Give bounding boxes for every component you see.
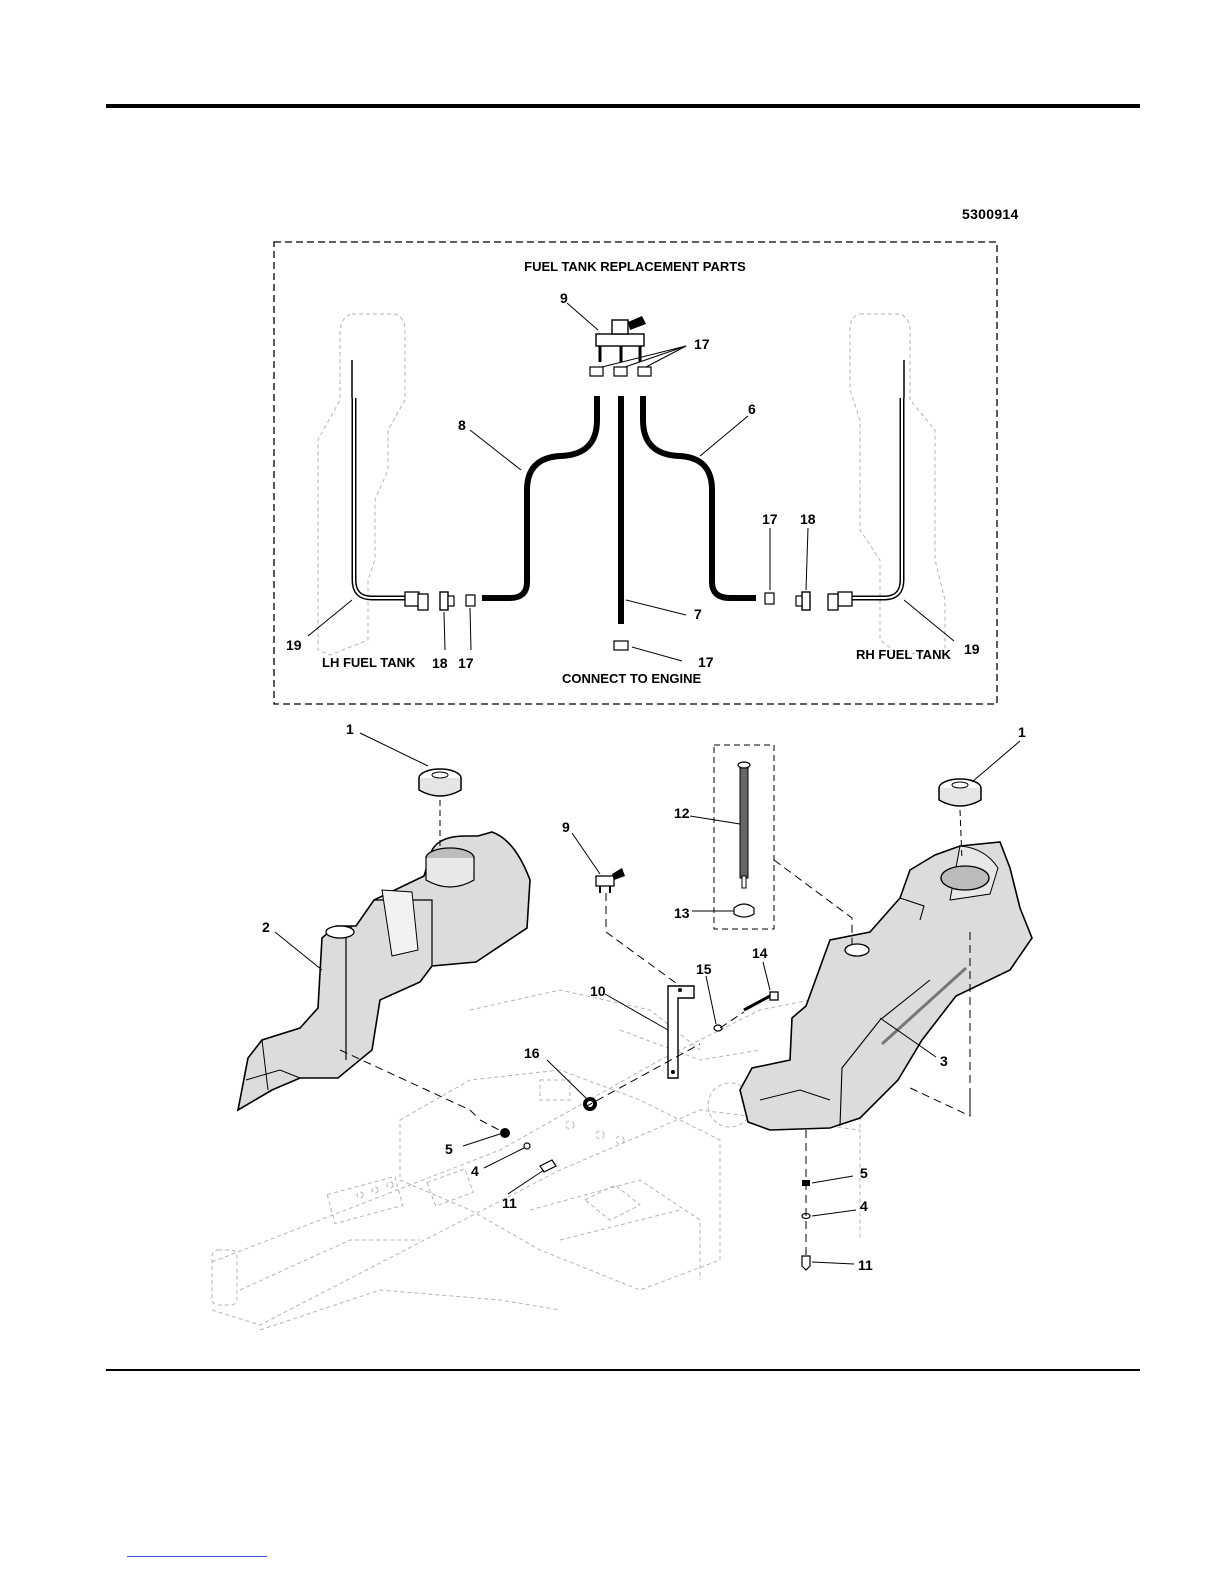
- callout-14-bolt: 14: [752, 945, 768, 961]
- lh-fuel-cap: [419, 769, 461, 796]
- inset-callout-17-lh: 17: [458, 655, 474, 671]
- callout-9-valve: 9: [562, 819, 570, 835]
- engine-clamp: [614, 641, 628, 650]
- lh-grommet: [440, 592, 448, 610]
- rh-grommet-flange: [796, 596, 802, 606]
- callout-16-nut: 16: [524, 1045, 540, 1061]
- inset-title: FUEL TANK REPLACEMENT PARTS: [524, 259, 746, 274]
- inset-callout-8: 8: [458, 417, 466, 433]
- fuel-sender-tube: [738, 762, 750, 888]
- inset-callout-9: 9: [560, 290, 568, 306]
- mounting-bracket: [668, 986, 694, 1078]
- inset-callout-19-rh: 19: [964, 641, 980, 657]
- valve-clamp-left: [590, 367, 603, 376]
- lh-tank-ghost-outline: [318, 314, 405, 655]
- callout-4-lh: 4: [471, 1163, 479, 1179]
- valve-clamp-right: [638, 367, 651, 376]
- hose-6: [643, 396, 756, 598]
- callout-15-washer: 15: [696, 961, 712, 977]
- lh-pickup-tube: [352, 360, 428, 610]
- hose-8: [482, 396, 597, 598]
- inset-callout-6: 6: [748, 401, 756, 417]
- connect-to-engine-caption: CONNECT TO ENGINE: [562, 671, 701, 686]
- callout-10-bracket: 10: [590, 983, 606, 999]
- lh-grommet-flange: [448, 596, 454, 606]
- callout-1-lh-cap: 1: [346, 721, 354, 737]
- lh-fuel-tank-caption: LH FUEL TANK: [322, 655, 416, 670]
- callout-12-sender: 12: [674, 805, 690, 821]
- footer-rule: [106, 1369, 1140, 1371]
- lh-hose-clamp: [466, 595, 475, 606]
- callout-3-rh-tank: 3: [940, 1053, 948, 1069]
- rh-grommet: [802, 592, 810, 610]
- rh-fuel-cap: [939, 779, 981, 806]
- inset-callout-18-lh: 18: [432, 655, 448, 671]
- callout-2-lh-tank: 2: [262, 919, 270, 935]
- main-fuel-valve: [596, 868, 625, 893]
- lh-fuel-tank: [238, 832, 530, 1110]
- lh-mount-hardware: [500, 1128, 556, 1172]
- callout-11-rh: 11: [858, 1257, 873, 1273]
- callout-5-rh: 5: [860, 1165, 868, 1181]
- rh-fuel-tank: [740, 842, 1032, 1130]
- inset-callout-7: 7: [694, 606, 702, 622]
- inset-box: [274, 242, 997, 704]
- sender-grommet: [734, 904, 754, 917]
- callout-11-lh: 11: [502, 1195, 517, 1211]
- callout-1-rh-cap: 1: [1018, 724, 1026, 740]
- fuel-shutoff-valve: [596, 316, 646, 362]
- footer-link-underline: [127, 1556, 267, 1557]
- valve-clamp-center: [614, 367, 627, 376]
- callout-4-rh: 4: [860, 1198, 868, 1214]
- rh-hose-clamp: [765, 593, 774, 604]
- rh-pickup-tube: [828, 360, 904, 610]
- inset-callout-17-valve: 17: [694, 336, 710, 352]
- callout-13-grommet: 13: [674, 905, 690, 921]
- rh-tank-ghost-outline: [850, 314, 945, 655]
- rh-fuel-tank-caption: RH FUEL TANK: [856, 647, 951, 662]
- inset-callout-18-rh: 18: [800, 511, 816, 527]
- inset-callout-17-engine: 17: [698, 654, 714, 670]
- inset-callout-17-rh: 17: [762, 511, 778, 527]
- callout-5-lh: 5: [445, 1141, 453, 1157]
- inset-callout-19-lh: 19: [286, 637, 302, 653]
- inset-leaders: [308, 303, 954, 661]
